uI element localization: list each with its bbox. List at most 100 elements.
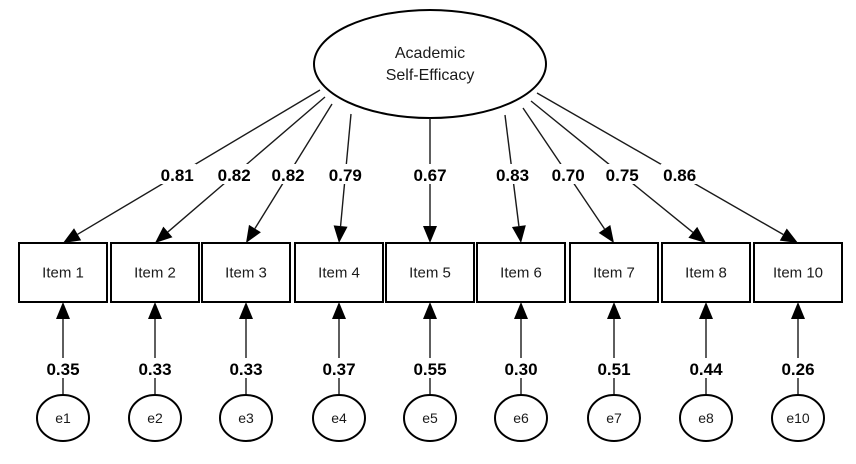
error-variance-value-text: 0.37 — [322, 360, 355, 379]
error-variance-value-text: 0.26 — [781, 360, 814, 379]
factor-ellipse — [313, 9, 547, 119]
error-ellipse — [36, 394, 90, 442]
error-arrow-arrowhead — [239, 302, 253, 319]
error-variance-value-text: 0.44 — [689, 360, 723, 379]
error-label: e7 — [606, 410, 622, 426]
item-box — [201, 242, 291, 303]
item-node: Item 3 — [201, 242, 291, 303]
loading-arrow-arrowhead — [246, 224, 261, 243]
item-label: Item 6 — [500, 265, 542, 282]
loading-value-text: 0.86 — [663, 166, 696, 185]
loading-value-bg — [603, 164, 642, 184]
error-label: e4 — [331, 410, 347, 426]
item-box — [110, 242, 200, 303]
loading-arrow-arrowhead — [155, 226, 173, 243]
error-label: e3 — [238, 410, 254, 426]
error-node: e6 — [494, 394, 548, 442]
loading-value: 0.82 — [269, 164, 308, 185]
loading-value: 0.86 — [660, 164, 699, 185]
error-variance-value-bg — [502, 358, 540, 378]
loading-value-bg — [411, 164, 449, 184]
loading-arrow-arrowhead — [511, 225, 526, 243]
loading-value-bg — [549, 164, 588, 184]
loading-value: 0.81 — [158, 164, 197, 185]
labels-layer: 0.810.350.820.330.820.330.790.370.670.55… — [44, 164, 817, 379]
error-node: e10 — [771, 394, 825, 442]
error-arrow — [423, 302, 437, 395]
error-label: e2 — [147, 410, 163, 426]
error-ellipse — [312, 394, 366, 442]
error-variance-value-text: 0.55 — [413, 360, 446, 379]
loading-arrow-line — [536, 92, 784, 236]
error-variance-value: 0.35 — [44, 358, 82, 379]
edges-layer — [56, 89, 805, 395]
error-variance-value-bg — [227, 358, 265, 378]
loading-value-text: 0.81 — [161, 166, 194, 185]
latent-factor: Academic Self-Efficacy — [313, 9, 547, 119]
error-variance-value-bg — [411, 358, 449, 378]
error-arrow-arrowhead — [791, 302, 805, 319]
error-label: e5 — [422, 410, 438, 426]
item-node: Item 7 — [569, 242, 659, 303]
item-label: Item 7 — [593, 265, 635, 282]
error-node: e8 — [679, 394, 733, 442]
loading-value: 0.83 — [493, 164, 532, 185]
error-variance-value-bg — [44, 358, 82, 378]
error-variance-value: 0.26 — [779, 358, 817, 379]
error-variance-value-text: 0.35 — [46, 360, 79, 379]
item-node: Item 1 — [18, 242, 108, 303]
item-box — [18, 242, 108, 303]
loading-arrow — [63, 89, 321, 243]
error-variance-value-text: 0.51 — [597, 360, 630, 379]
error-label: e10 — [786, 410, 810, 426]
item-node: Item 8 — [661, 242, 751, 303]
loading-value-bg — [215, 164, 254, 184]
loading-value-text: 0.67 — [413, 166, 446, 185]
error-ellipse — [403, 394, 457, 442]
item-label: Item 2 — [134, 265, 176, 282]
item-node: Item 4 — [294, 242, 384, 303]
error-variance-value: 0.51 — [595, 358, 633, 379]
item-box — [476, 242, 566, 303]
error-ellipse — [494, 394, 548, 442]
loading-value-bg — [269, 164, 308, 184]
item-box — [661, 242, 751, 303]
error-variance-value: 0.37 — [320, 358, 358, 379]
error-arrow-arrowhead — [699, 302, 713, 319]
loading-value-bg — [326, 164, 365, 184]
error-arrow — [332, 302, 346, 395]
error-node: e2 — [128, 394, 182, 442]
error-variance-value: 0.44 — [687, 358, 725, 379]
error-label: e1 — [55, 410, 71, 426]
item-node: Item 6 — [476, 242, 566, 303]
error-arrow-arrowhead — [56, 302, 70, 319]
error-variance-value-bg — [595, 358, 633, 378]
loading-value-bg — [493, 164, 532, 184]
error-variance-value-text: 0.33 — [138, 360, 171, 379]
loading-arrow-arrowhead — [423, 226, 437, 243]
error-arrow — [56, 302, 70, 395]
item-box — [569, 242, 659, 303]
error-node: e5 — [403, 394, 457, 442]
error-arrow — [791, 302, 805, 395]
error-arrow — [148, 302, 162, 395]
loading-value: 0.70 — [549, 164, 588, 185]
item-label: Item 8 — [685, 265, 727, 282]
loading-value-bg — [158, 164, 197, 184]
error-arrow-arrowhead — [332, 302, 346, 319]
item-node: Item 2 — [110, 242, 200, 303]
error-arrow-arrowhead — [148, 302, 162, 319]
loading-value-text: 0.82 — [218, 166, 251, 185]
error-variance-value: 0.33 — [227, 358, 265, 379]
factor-label-line1: Academic — [395, 45, 465, 62]
error-arrow — [239, 302, 253, 395]
loading-value-text: 0.70 — [552, 166, 585, 185]
loading-arrow-arrowhead — [63, 228, 82, 243]
factor-label-line2: Self-Efficacy — [386, 67, 475, 84]
item-node: Item 5 — [385, 242, 475, 303]
loading-value-text: 0.75 — [606, 166, 639, 185]
item-label: Item 1 — [42, 265, 84, 282]
error-label: e6 — [513, 410, 529, 426]
item-label: Item 5 — [409, 265, 451, 282]
error-node: e4 — [312, 394, 366, 442]
